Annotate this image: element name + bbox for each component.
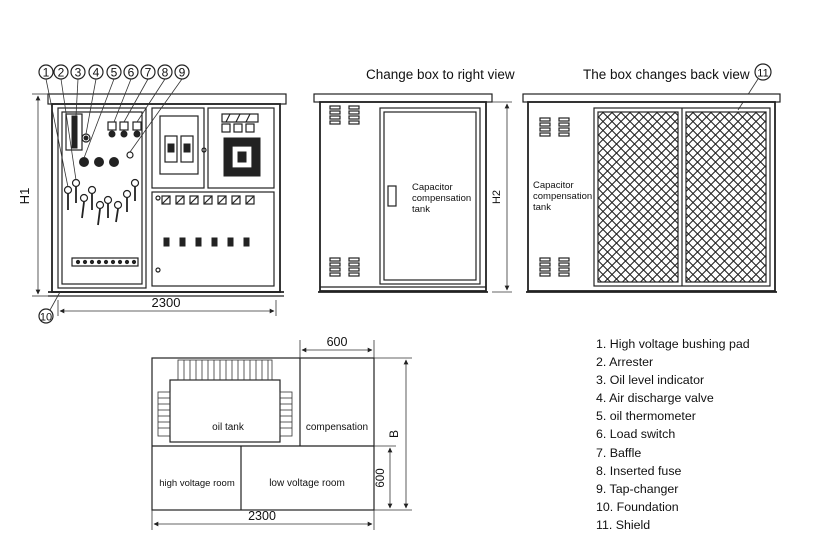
back-tank-label-3: tank bbox=[533, 202, 551, 213]
callout-2: 2 bbox=[58, 66, 65, 80]
callout-8: 8 bbox=[162, 66, 169, 80]
plan-right-dim: B bbox=[387, 430, 401, 438]
side-body bbox=[319, 101, 487, 292]
plan-top-dim: 600 bbox=[327, 335, 348, 349]
callout-6: 6 bbox=[128, 66, 135, 80]
back-view: The box changes back view 11 Capacitor c… bbox=[522, 63, 781, 293]
door-handle bbox=[387, 185, 397, 207]
legend-item: 7. Baffle bbox=[596, 445, 642, 460]
lv-compartment bbox=[151, 191, 275, 287]
legend-item: 9. Tap-changer bbox=[596, 481, 679, 496]
oil-tank-label: oil tank bbox=[212, 422, 245, 433]
back-tank-label-2: compensation bbox=[533, 191, 592, 202]
side-view: Change box to right view Capacitor compe… bbox=[313, 67, 515, 293]
back-body bbox=[527, 101, 776, 292]
callout-11: 11 bbox=[757, 68, 768, 80]
side-tank-label-2: compensation bbox=[412, 193, 471, 204]
side-view-title: Change box to right view bbox=[366, 67, 515, 82]
legend-item: 2. Arrester bbox=[596, 355, 654, 370]
side-roof bbox=[313, 93, 493, 103]
plan-view: oil tank compensation high voltage room … bbox=[151, 335, 412, 530]
side-door bbox=[379, 107, 481, 285]
legend-item: 8. Inserted fuse bbox=[596, 463, 682, 478]
legend-item: 1. High voltage bushing pad bbox=[596, 337, 750, 351]
callout-1: 1 bbox=[43, 66, 50, 80]
callout-4: 4 bbox=[93, 66, 100, 80]
back-tank-label-1: Capacitor bbox=[533, 180, 574, 191]
legend: 1. High voltage bushing pad 2. Arrester … bbox=[596, 335, 750, 534]
plan-outline bbox=[151, 357, 375, 511]
callout-3: 3 bbox=[75, 66, 82, 80]
front-height-label: H1 bbox=[17, 188, 32, 205]
side-tank-label-3: tank bbox=[412, 204, 430, 215]
legend-item: 10. Foundation bbox=[596, 499, 679, 514]
callout-9: 9 bbox=[179, 66, 186, 80]
front-roof bbox=[47, 93, 287, 105]
legend-item: 4. Air discharge valve bbox=[596, 391, 714, 406]
callout-7: 7 bbox=[145, 66, 152, 80]
hv-compartment bbox=[57, 107, 147, 289]
legend-item: 3. Oil level indicator bbox=[596, 373, 705, 388]
low-voltage-room-label: low voltage room bbox=[269, 478, 345, 489]
side-tank-label-1: Capacitor bbox=[412, 182, 453, 193]
compensation-label: compensation bbox=[306, 422, 368, 433]
shield-mesh-right bbox=[685, 111, 767, 283]
legend-item: 11. Shield bbox=[596, 517, 651, 532]
plan-bottom-dim: 2300 bbox=[248, 509, 276, 523]
callout-10: 10 bbox=[40, 312, 52, 324]
back-roof bbox=[522, 93, 781, 103]
front-view: 1 2 3 4 5 6 7 8 9 10 H1 bbox=[17, 64, 287, 324]
terminal-strip bbox=[71, 257, 139, 267]
legend-item: 6. Load switch bbox=[596, 427, 676, 442]
front-callouts: 1 2 3 4 5 6 7 8 9 bbox=[38, 64, 190, 80]
legend-item: 5. oil thermometer bbox=[596, 409, 696, 424]
hv-bushings bbox=[63, 178, 140, 226]
plan-right-small-dim: 600 bbox=[375, 468, 387, 487]
high-voltage-room-label: high voltage room bbox=[159, 478, 235, 489]
front-width-label: 2300 bbox=[152, 295, 181, 310]
side-height-label: H2 bbox=[491, 190, 503, 204]
back-view-title: The box changes back view bbox=[583, 67, 750, 82]
callout-5: 5 bbox=[111, 66, 118, 80]
breaker-compartment bbox=[207, 107, 275, 189]
shield-mesh-left bbox=[597, 111, 679, 283]
